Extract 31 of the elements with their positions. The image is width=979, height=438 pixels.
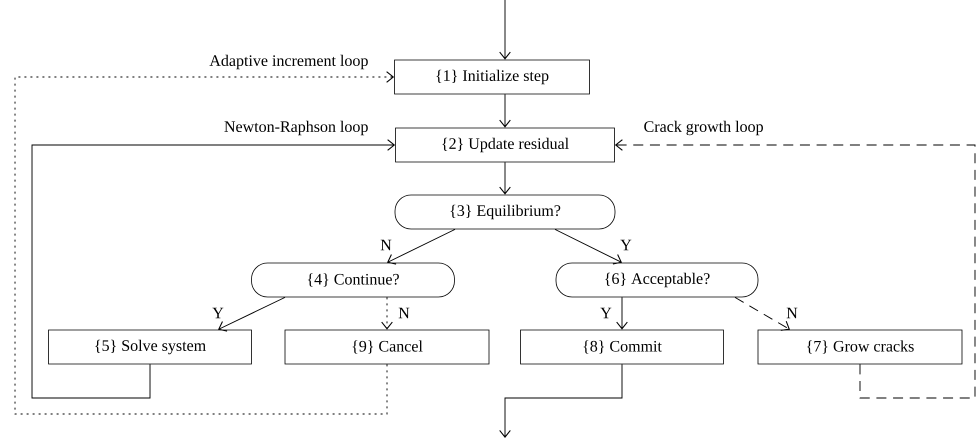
edge-label: Y	[212, 308, 224, 318]
edge-label: N	[398, 308, 410, 318]
arrow	[499, 364, 622, 438]
arrow	[499, 0, 511, 60]
edge-label: Crack growth loop	[644, 120, 763, 136]
process-box: {5} Solve system	[48, 330, 252, 364]
arrow	[32, 139, 396, 398]
arrow	[387, 228, 456, 265]
arrow	[554, 228, 622, 265]
edge-label: Adaptive increment loop	[210, 54, 368, 70]
edge-label: Newton-Raphson loop	[224, 120, 368, 136]
edge-label: Y	[620, 240, 632, 250]
process-box: {9} Cancel	[284, 330, 490, 364]
arrow	[14, 71, 394, 414]
decision-box: {3} Equilibrium?	[394, 194, 616, 230]
process-box: {7} Grow cracks	[758, 330, 962, 364]
process-box: {2} Update residual	[395, 128, 615, 162]
arrow	[218, 296, 286, 332]
arrow	[499, 162, 511, 195]
decision-box: {6} Acceptable?	[556, 262, 758, 298]
arrow	[616, 296, 628, 330]
edge-label: Y	[600, 308, 612, 318]
arrow	[614, 139, 976, 398]
process-box: {1} Initialize step	[394, 60, 590, 94]
arrow	[499, 94, 511, 128]
edge-label: N	[786, 308, 798, 318]
arrow	[734, 296, 790, 331]
decision-box: {4} Continue?	[251, 262, 455, 298]
process-box: {8} Commit	[520, 330, 724, 364]
arrow	[381, 296, 393, 330]
edge-label: N	[380, 240, 392, 250]
